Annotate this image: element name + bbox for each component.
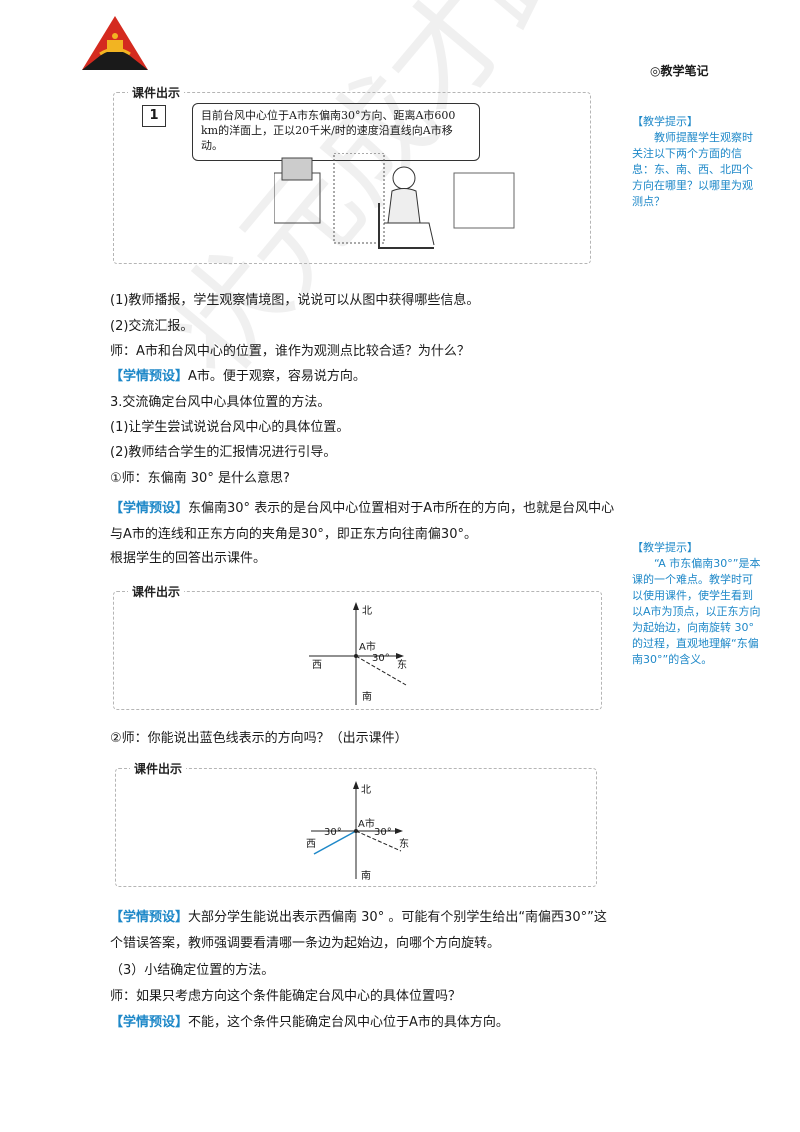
preset-tag: 【学情预设】 — [110, 910, 189, 925]
problem-number: 1 — [142, 105, 166, 127]
preset-tag: 【学情预设】 — [110, 501, 189, 516]
preset-tag: 【学情预设】 — [110, 369, 189, 384]
west-label: 西 — [306, 839, 316, 850]
east-label: 东 — [397, 660, 407, 671]
center-label: A市 — [358, 819, 375, 830]
south-label: 南 — [361, 871, 371, 882]
text-line: ①师：东偏南 30° 是什么意思? — [110, 471, 290, 486]
text-line: （3）小结确定位置的方法。 — [110, 963, 275, 978]
direction-diagram-2 — [311, 781, 403, 879]
west-label: 西 — [312, 660, 322, 671]
preset-answer-2: 【学情预设】东偏南30° 表示的是台风中心位置相对于A市所在的方向，也就是台风中… — [110, 496, 615, 548]
text-line: 根据学生的回答出示课件。 — [110, 551, 267, 566]
teaching-tip-1: 【教学提示】 教师提醒学生观察时关注以下两个方面的信息：东、南、西、北四个方向在… — [632, 114, 762, 210]
teaching-notes-title: ◎教学笔记 — [650, 64, 709, 78]
angle-left-label: 30° — [324, 827, 342, 838]
text-line: ②师：你能说出蓝色线表示的方向吗？（出示课件） — [110, 731, 408, 746]
center-label: A市 — [359, 642, 376, 653]
scene-illustration — [274, 153, 515, 249]
text-line: 师：A市和台风中心的位置，谁作为观测点比较合适？为什么？ — [110, 344, 470, 359]
angle-right-label: 30° — [374, 827, 392, 838]
courseware-box-3: 课件出示 北 A市 西 30° 30° 东 南 — [115, 760, 597, 887]
text-line: 师：如果只考虑方向这个条件能确定台风中心的具体位置吗？ — [110, 989, 462, 1004]
box-title: 课件出示 — [128, 84, 185, 101]
courseware-box-2: 课件出示 北 A市 西 30° 东 南 — [113, 583, 602, 710]
preset-text: 东偏南30° 表示的是台风中心位置相对于A市所在的方向，也就是台风中心与A市的连… — [110, 501, 615, 542]
preset-answer-1: 【学情预设】A市。便于观察，容易说方向。 — [110, 368, 366, 386]
preset-tag: 【学情预设】 — [110, 1015, 189, 1030]
preset-text: A市。便于观察，容易说方向。 — [188, 369, 366, 384]
preset-text: 大部分学生能说出表示西偏南 30° 。可能有个别学生给出“南偏西30°”这个错误… — [110, 910, 607, 951]
tip-text: 教师提醒学生观察时关注以下两个方面的信息：东、南、西、北四个方向在哪里？以哪里为… — [632, 131, 753, 208]
text-line: (2)教师结合学生的汇报情况进行引导。 — [110, 445, 337, 460]
preset-answer-4: 【学情预设】不能，这个条件只能确定台风中心位于A市的具体方向。 — [110, 1014, 509, 1032]
north-label: 北 — [361, 785, 371, 796]
north-label: 北 — [362, 606, 372, 617]
tip-heading: 【教学提示】 — [632, 541, 698, 554]
direction-diagram-1 — [309, 602, 407, 705]
east-label: 东 — [399, 839, 409, 850]
tip-heading: 【教学提示】 — [632, 115, 698, 128]
publisher-logo — [80, 14, 150, 72]
box-title: 课件出示 — [128, 583, 185, 600]
courseware-box-1: 课件出示 1 目前台风中心位于A市东偏南30°方向、距离A市600 km的洋面上… — [113, 84, 591, 264]
tip-text: “A 市东偏南30°”是本课的一个难点。教学时可以使用课件，使学生看到以A市为顶… — [632, 557, 761, 666]
south-label: 南 — [362, 692, 372, 703]
text-line: (1)让学生尝试说说台风中心的具体位置。 — [110, 420, 350, 435]
speech-bubble: 目前台风中心位于A市东偏南30°方向、距离A市600 km的洋面上，正以20千米… — [192, 103, 480, 161]
preset-text: 不能，这个条件只能确定台风中心位于A市的具体方向。 — [188, 1015, 509, 1030]
box-title: 课件出示 — [130, 760, 187, 777]
teaching-tip-2: 【教学提示】 “A 市东偏南30°”是本课的一个难点。教学时可以使用课件，使学生… — [632, 540, 762, 668]
text-line: 3.交流确定台风中心具体位置的方法。 — [110, 395, 331, 410]
text-line: (2)交流汇报。 — [110, 319, 194, 334]
text-line: (1)教师播报，学生观察情境图，说说可以从图中获得哪些信息。 — [110, 293, 480, 308]
angle-label: 30° — [372, 653, 390, 664]
preset-answer-3: 【学情预设】大部分学生能说出表示西偏南 30° 。可能有个别学生给出“南偏西30… — [110, 905, 615, 957]
